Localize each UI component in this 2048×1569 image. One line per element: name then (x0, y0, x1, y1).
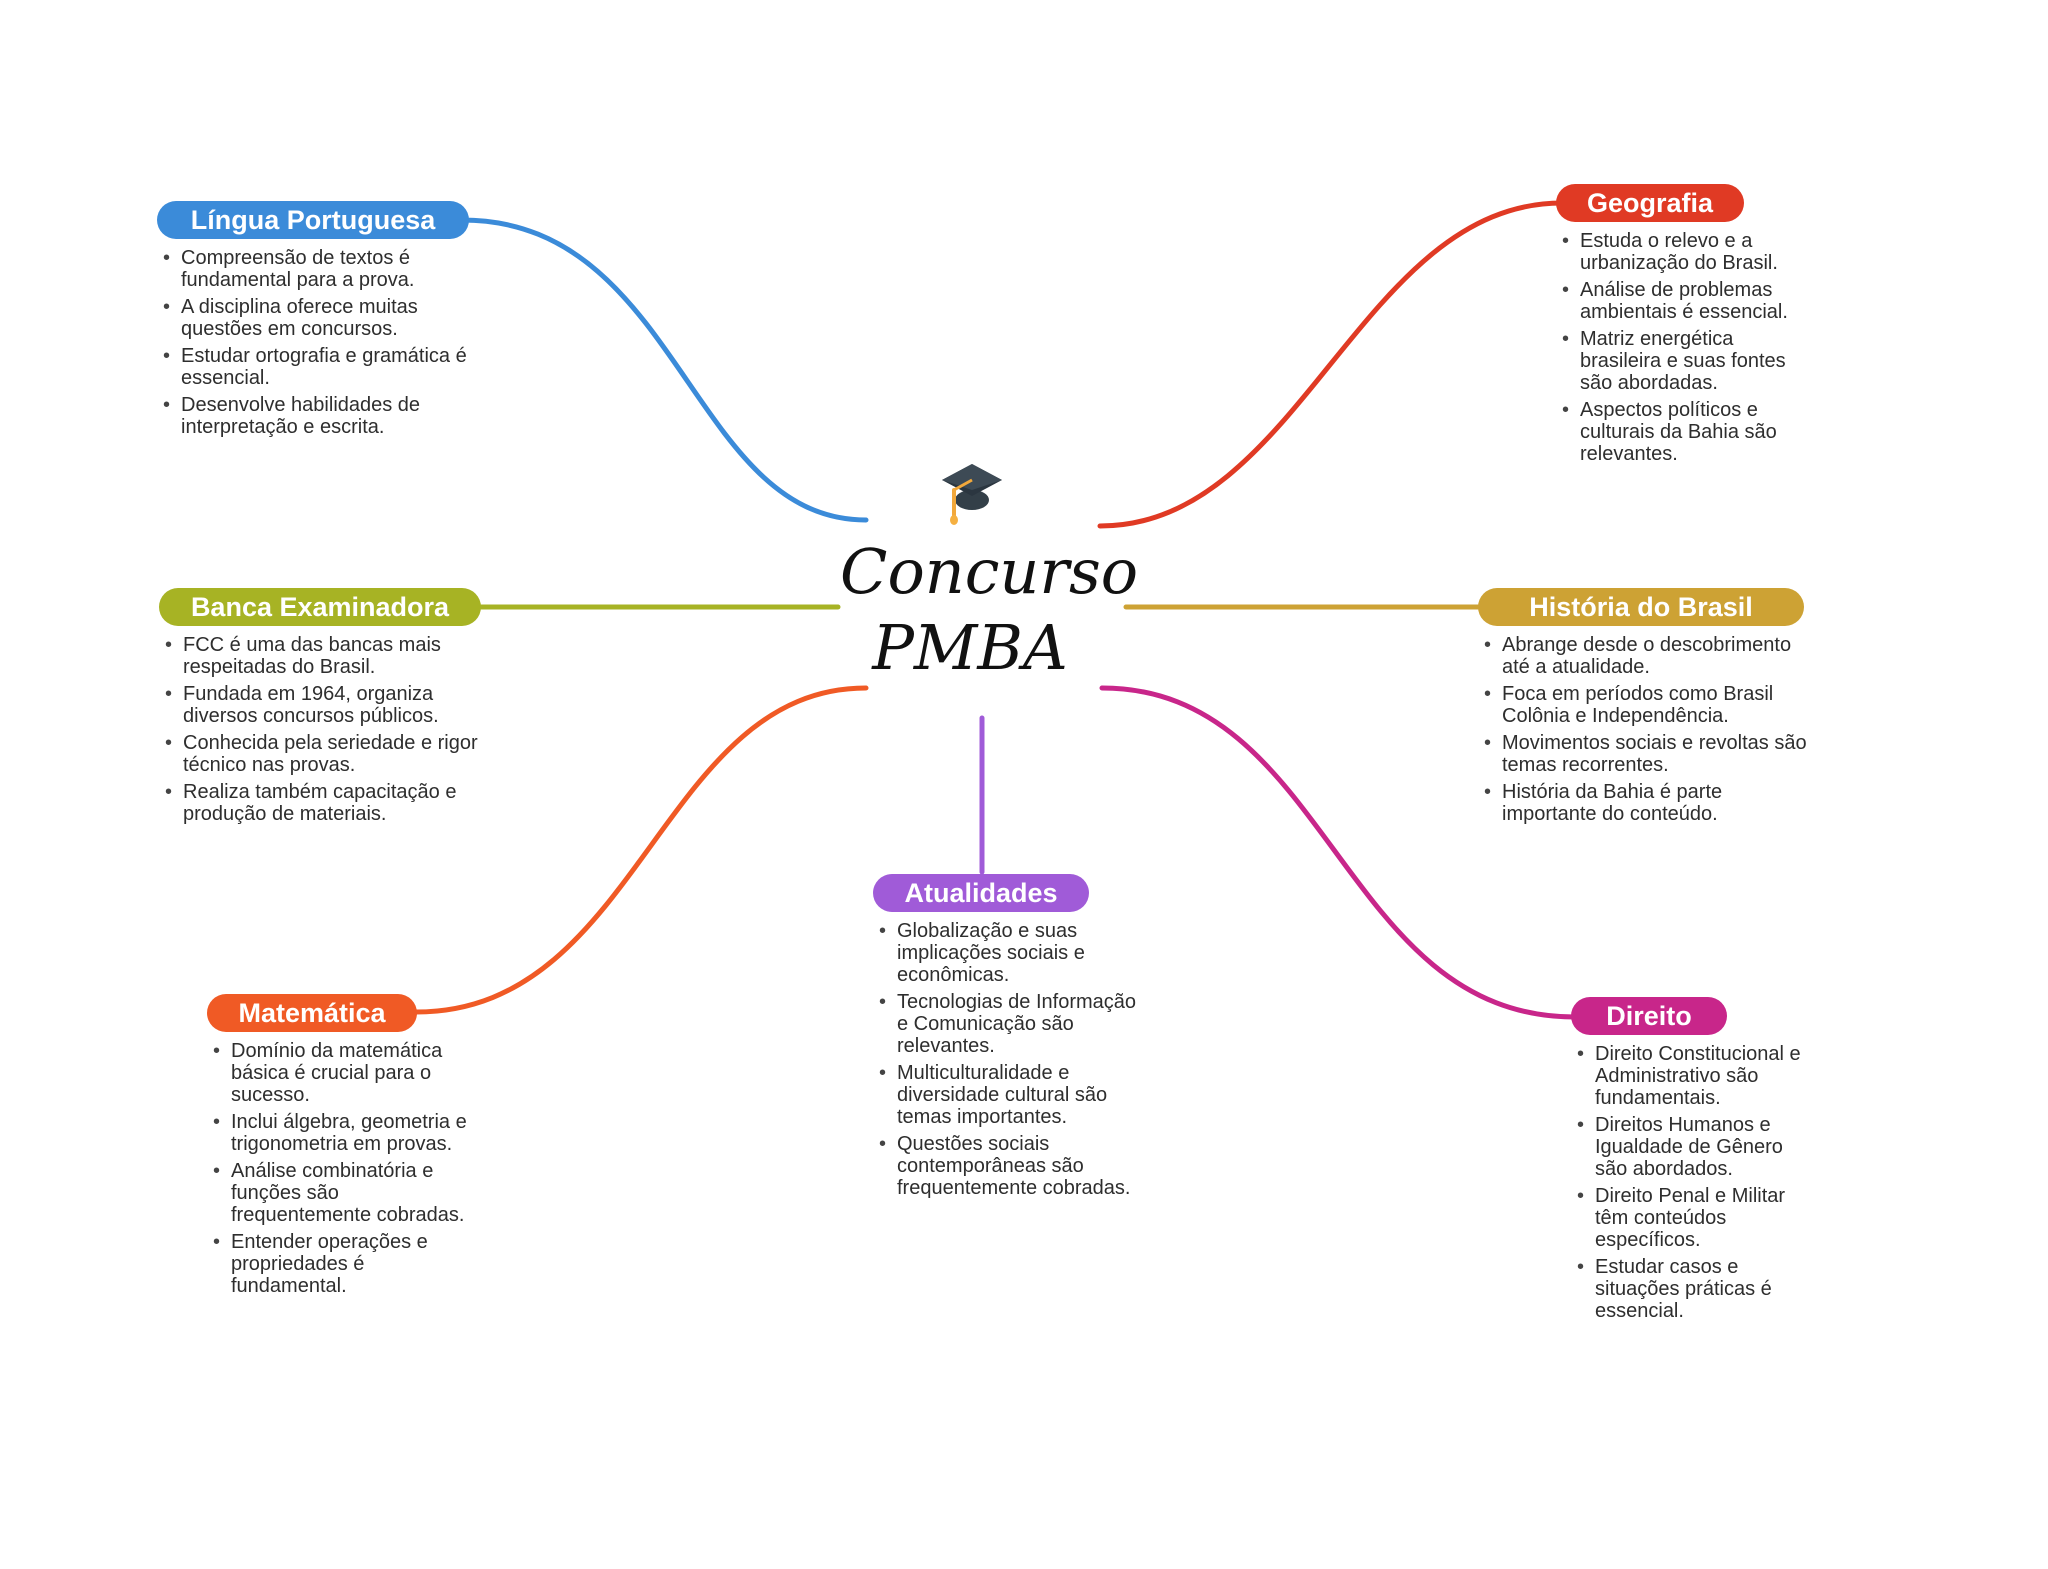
branch-direito: Direito Direito Constitucional e Adminis… (1571, 997, 1811, 1327)
central-title-line2: PMBA (872, 611, 1068, 684)
central-title-line1: Concurso (840, 535, 1139, 608)
list-item: Análise combinatória e funções são frequ… (207, 1160, 477, 1226)
list-item: Aspectos políticos e culturais da Bahia … (1556, 399, 1806, 465)
list-item: Matriz energética brasileira e suas font… (1556, 328, 1806, 394)
list-item: Entender operações e propriedades é fund… (207, 1231, 477, 1297)
list-item: Conhecida pela seriedade e rigor técnico… (159, 732, 511, 776)
branch-atualidades: Atualidades Globalização e suas implicaç… (873, 874, 1141, 1204)
list-item: FCC é uma das bancas mais respeitadas do… (159, 634, 511, 678)
topic-pill-historia-do-brasil[interactable]: História do Brasil (1478, 588, 1804, 626)
connector-geografia (1097, 200, 1565, 529)
topic-title: Matemática (238, 998, 386, 1028)
topic-pill-geografia[interactable]: Geografia (1556, 184, 1744, 222)
list-item: Movimentos sociais e revoltas são temas … (1478, 732, 1813, 776)
list-item: Tecnologias de Informação e Comunicação … (873, 991, 1141, 1057)
list-item: Fundada em 1964, organiza diversos concu… (159, 683, 511, 727)
list-item: Questões sociais contemporâneas são freq… (873, 1133, 1141, 1199)
connector-matematica (413, 685, 869, 1015)
list-item: História da Bahia é parte importante do … (1478, 781, 1813, 825)
topic-title: Língua Portuguesa (190, 205, 436, 235)
connector-direito (1099, 685, 1578, 1020)
topic-title: História do Brasil (1529, 592, 1753, 622)
list-item: Análise de problemas ambientais é essenc… (1556, 279, 1806, 323)
topic-pill-banca-examinadora[interactable]: Banca Examinadora (159, 588, 481, 626)
graduation-cap-icon (942, 464, 1002, 525)
list-item: Domínio da matemática básica é crucial p… (207, 1040, 477, 1106)
list-item: Estudar ortografia e gramática é essenci… (157, 345, 487, 389)
branch-banca-examinadora: Banca Examinadora FCC é uma das bancas m… (159, 588, 511, 830)
list-item: Abrange desde o descobrimento até a atua… (1478, 634, 1813, 678)
topic-title: Banca Examinadora (190, 592, 450, 622)
list-item: Estudar casos e situações práticas é ess… (1571, 1256, 1811, 1322)
branch-historia-do-brasil: História do Brasil Abrange desde o desco… (1478, 588, 1813, 830)
topic-pill-lingua-portuguesa[interactable]: Língua Portuguesa (157, 201, 469, 239)
list-item: Direito Penal e Militar têm conteúdos es… (1571, 1185, 1811, 1251)
topic-notes-matematica: Domínio da matemática básica é crucial p… (207, 1040, 477, 1297)
central-topic[interactable]: Concurso PMBA (840, 460, 1139, 700)
topic-title: Geografia (1586, 188, 1714, 218)
topic-title: Atualidades (904, 878, 1058, 908)
list-item: Realiza também capacitação e produção de… (159, 781, 511, 825)
topic-notes-historia-do-brasil: Abrange desde o descobrimento até a atua… (1478, 634, 1813, 825)
list-item: Direitos Humanos e Igualdade de Gênero s… (1571, 1114, 1811, 1180)
topic-notes-geografia: Estuda o relevo e a urbanização do Brasi… (1556, 230, 1806, 465)
topic-pill-matematica[interactable]: Matemática (207, 994, 417, 1032)
branch-geografia: Geografia Estuda o relevo e a urbanizaçã… (1556, 184, 1806, 470)
topic-notes-atualidades: Globalização e suas implicações sociais … (873, 920, 1141, 1199)
topic-notes-lingua-portuguesa: Compreensão de textos é fundamental para… (157, 247, 487, 438)
topic-title: Direito (1606, 1001, 1692, 1031)
list-item: Multiculturalidade e diversidade cultura… (873, 1062, 1141, 1128)
list-item: A disciplina oferece muitas questões em … (157, 296, 487, 340)
list-item: Inclui álgebra, geometria e trigonometri… (207, 1111, 477, 1155)
branch-matematica: Matemática Domínio da matemática básica … (207, 994, 477, 1302)
topic-pill-direito[interactable]: Direito (1571, 997, 1727, 1035)
topic-notes-banca-examinadora: FCC é uma das bancas mais respeitadas do… (159, 634, 511, 825)
list-item: Compreensão de textos é fundamental para… (157, 247, 487, 291)
list-item: Direito Constitucional e Administrativo … (1571, 1043, 1811, 1109)
list-item: Estuda o relevo e a urbanização do Brasi… (1556, 230, 1806, 274)
topic-pill-atualidades[interactable]: Atualidades (873, 874, 1089, 912)
list-item: Desenvolve habilidades de interpretação … (157, 394, 487, 438)
branch-lingua-portuguesa: Língua Portuguesa Compreensão de textos … (157, 201, 487, 443)
list-item: Globalização e suas implicações sociais … (873, 920, 1141, 986)
topic-notes-direito: Direito Constitucional e Administrativo … (1571, 1043, 1811, 1322)
connector-lingua-portuguesa (459, 217, 869, 523)
central-title: Concurso PMBA (840, 534, 1139, 686)
list-item: Foca em períodos como Brasil Colônia e I… (1478, 683, 1813, 727)
